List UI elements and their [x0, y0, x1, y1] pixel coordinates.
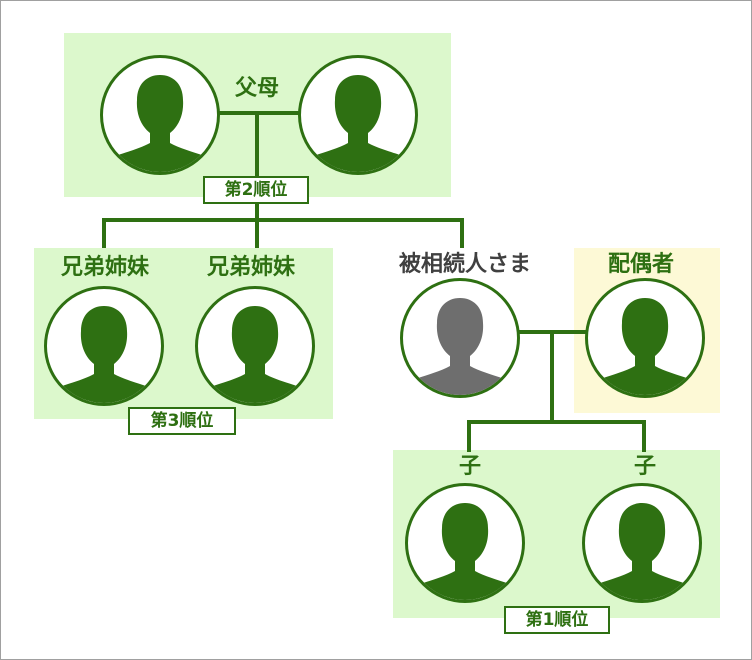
rank-3-badge: 第3順位 [128, 407, 236, 435]
deceased-label: 被相続人さま [399, 252, 532, 277]
parents-branch-line [102, 218, 464, 222]
parents-label: 父母 [235, 76, 280, 101]
child-left-label: 子 [459, 454, 482, 479]
person-silhouette-icon [205, 306, 305, 403]
person-silhouette-icon [592, 503, 692, 600]
child-right-drop-line [642, 420, 646, 452]
sibling-right-avatar [195, 286, 315, 406]
rank-2-badge: 第2順位 [203, 176, 309, 204]
deceased-drop-line [460, 218, 464, 248]
person-silhouette-icon [595, 298, 695, 395]
parents-connector-line [219, 111, 299, 115]
sibling-right-label: 兄弟姉妹 [207, 255, 296, 280]
sibling-left-avatar [44, 286, 164, 406]
deceased-avatar [400, 278, 520, 398]
sibling-right-drop-line [255, 218, 259, 248]
sibling-left-label: 兄弟姉妹 [61, 255, 150, 280]
rank-1-badge: 第1順位 [504, 606, 610, 634]
child-right-avatar [582, 483, 702, 603]
sibling-left-drop-line [102, 218, 106, 248]
children-branch-line [467, 420, 646, 424]
spouse-avatar [585, 278, 705, 398]
parent-left-avatar [100, 55, 220, 175]
person-silhouette-icon [54, 306, 154, 403]
parents-down-line [255, 113, 259, 221]
children-down-line [550, 332, 554, 423]
child-right-label: 子 [634, 454, 657, 479]
child-left-avatar [405, 483, 525, 603]
child-left-drop-line [467, 420, 471, 452]
person-silhouette-icon [410, 298, 510, 395]
person-silhouette-icon [308, 75, 408, 172]
parent-right-avatar [298, 55, 418, 175]
spouse-label: 配偶者 [608, 252, 675, 277]
person-silhouette-icon [110, 75, 210, 172]
person-silhouette-icon [415, 503, 515, 600]
